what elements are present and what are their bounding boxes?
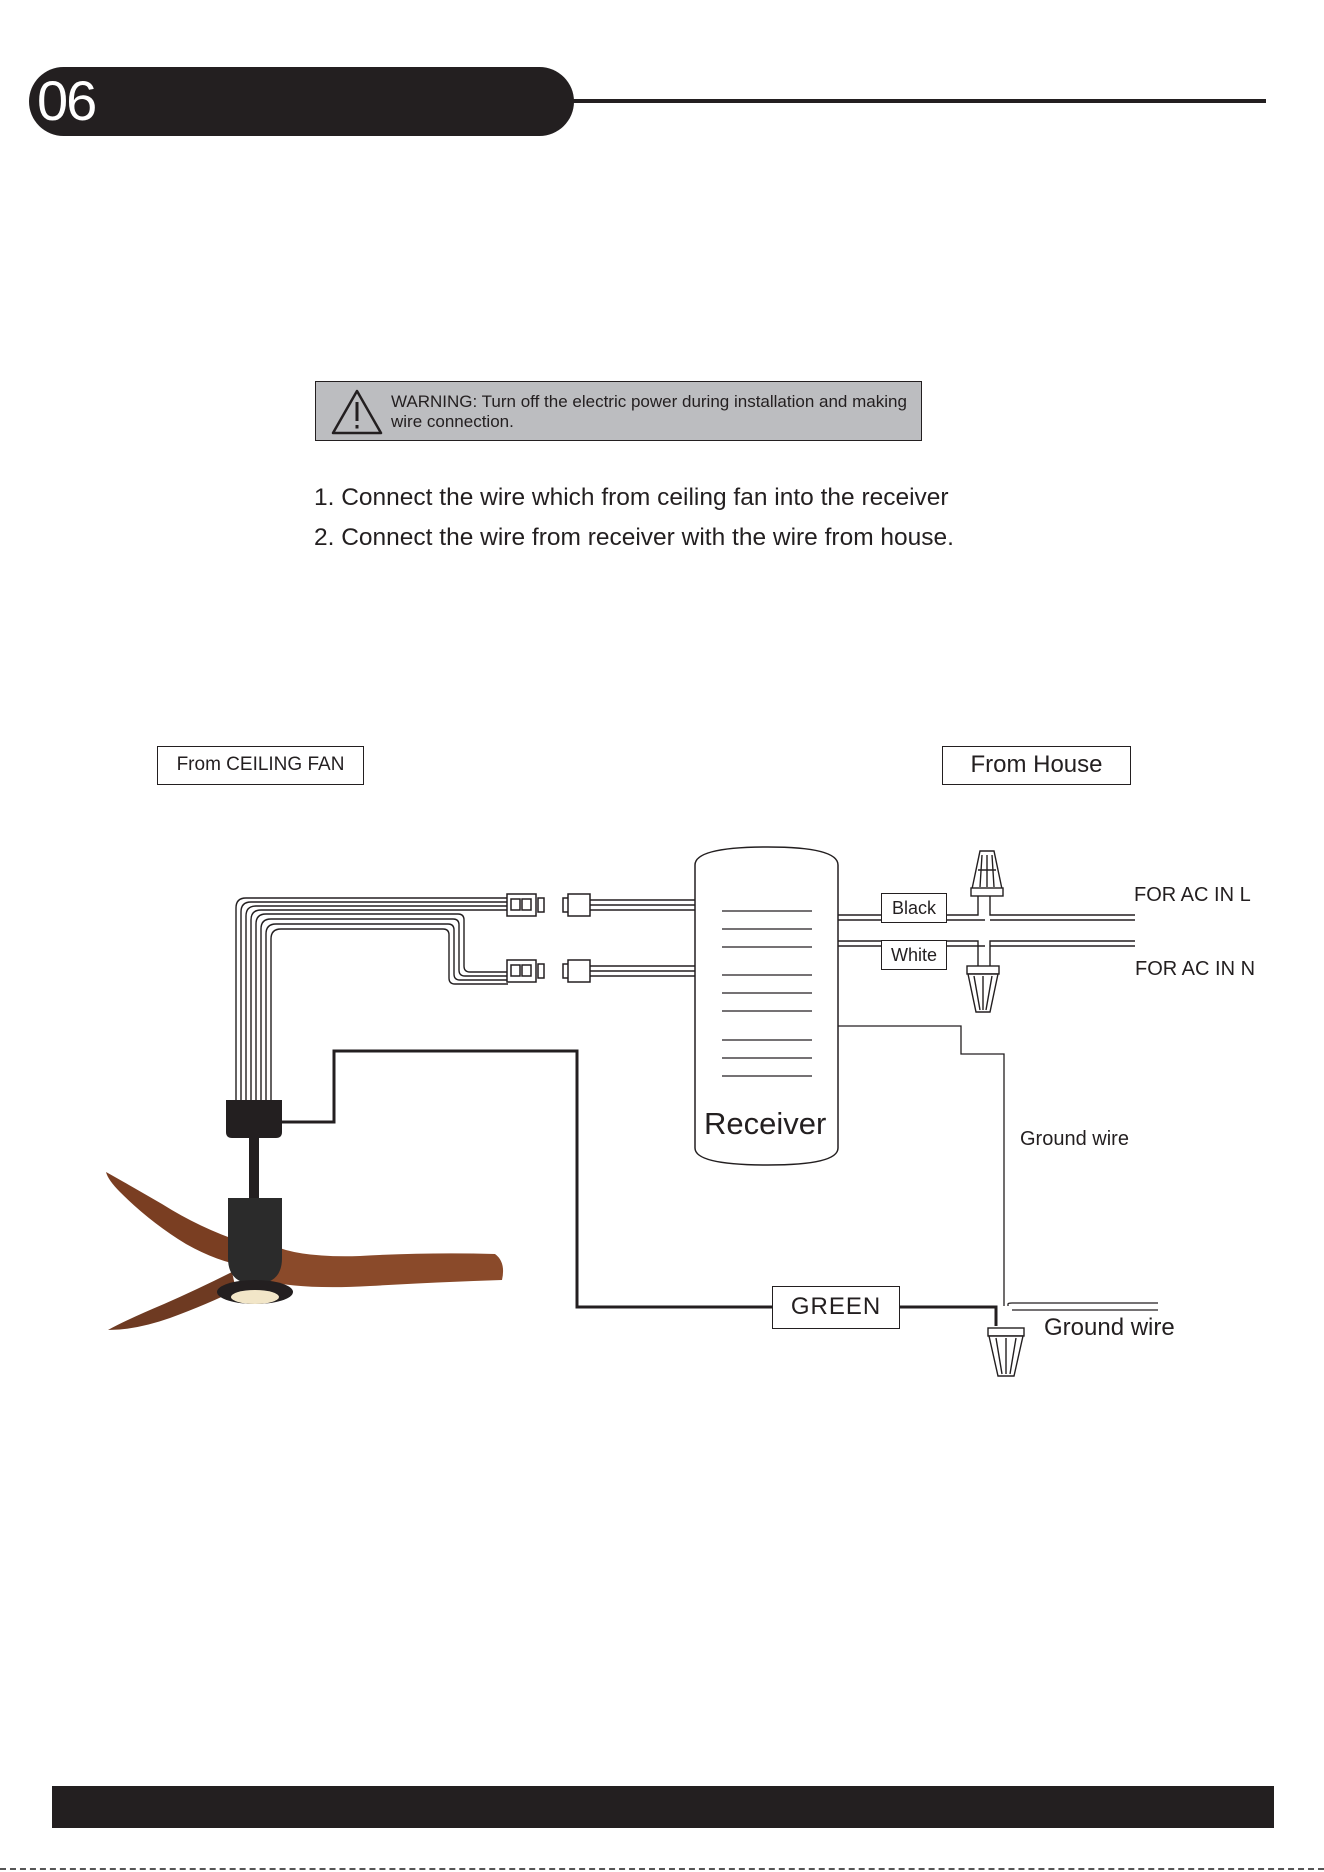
ac-in-l-label: FOR AC IN L [1134,884,1251,906]
white-wire-label: White [881,940,947,970]
from-house-label: From House [942,746,1131,785]
ceiling-fan-illustration [106,1100,504,1330]
step-2: 2. Connect the wire from receiver with t… [314,524,954,551]
receiver-label: Receiver [704,1106,827,1141]
black-wire-label: Black [881,893,947,923]
from-ceiling-fan-label: From CEILING FAN [157,746,364,785]
ground-wire-label-lower: Ground wire [1044,1314,1175,1341]
fan-blade-left [106,1172,246,1266]
ac-in-n-label: FOR AC IN N [1135,958,1256,980]
warning-box: WARNING: Turn off the electric power dur… [315,381,922,441]
lower-connector [506,959,591,983]
header-rule [560,99,1266,103]
warning-text: WARNING: Turn off the electric power dur… [391,392,907,431]
wire-nut-ground [987,1327,1025,1377]
green-wire-label: GREEN [772,1286,900,1329]
page-number: 06 [37,69,97,132]
fan-blade-lower [108,1272,236,1330]
instruction-steps: 1. Connect the wire which from ceiling f… [314,478,954,558]
ground-wire-label-upper: Ground wire [1020,1128,1129,1150]
wire-nut-black [970,850,1004,897]
receiver-body [694,846,839,1166]
footer-bar [52,1786,1274,1828]
page-number-tab: 06 [29,67,574,136]
wire-nut-white [966,965,1000,1013]
step-1: 1. Connect the wire which from ceiling f… [314,484,949,511]
fan-blade-right [262,1245,504,1288]
bottom-dashed-rule [0,1868,1324,1870]
warning-icon [331,389,383,435]
upper-connector [506,893,591,917]
